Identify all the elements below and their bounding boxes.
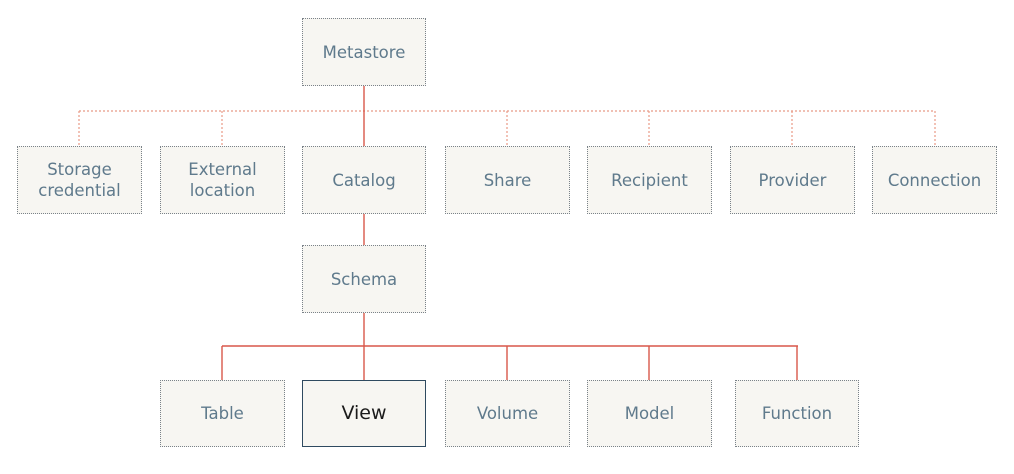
node-model[interactable]: Model [587,380,712,447]
node-label: Volume [476,404,539,423]
node-catalog[interactable]: Catalog [302,146,426,214]
node-connection[interactable]: Connection [872,146,997,214]
node-metastore[interactable]: Metastore [302,18,426,86]
node-schema[interactable]: Schema [302,245,426,313]
node-label: Provider [758,170,827,190]
node-label: Share [483,170,532,190]
node-label: Connection [887,170,982,190]
node-function[interactable]: Function [735,380,859,447]
node-label: Metastore [322,42,406,62]
node-view[interactable]: View [302,380,426,447]
node-label: Model [624,404,675,423]
node-provider[interactable]: Provider [730,146,855,214]
node-label: Table [201,404,244,423]
node-storage-credential[interactable]: Storage credential [17,146,142,214]
node-volume[interactable]: Volume [445,380,570,447]
node-label: Function [761,404,833,423]
node-label: View [341,402,387,424]
node-label: Schema [330,269,398,289]
node-label: Recipient [611,170,688,190]
node-label: Catalog [332,170,396,190]
node-external-location[interactable]: External location [160,146,285,214]
node-share[interactable]: Share [445,146,570,214]
node-label: External location [188,160,257,200]
node-recipient[interactable]: Recipient [587,146,712,214]
node-table[interactable]: Table [160,380,285,447]
node-label: Storage credential [38,160,121,200]
